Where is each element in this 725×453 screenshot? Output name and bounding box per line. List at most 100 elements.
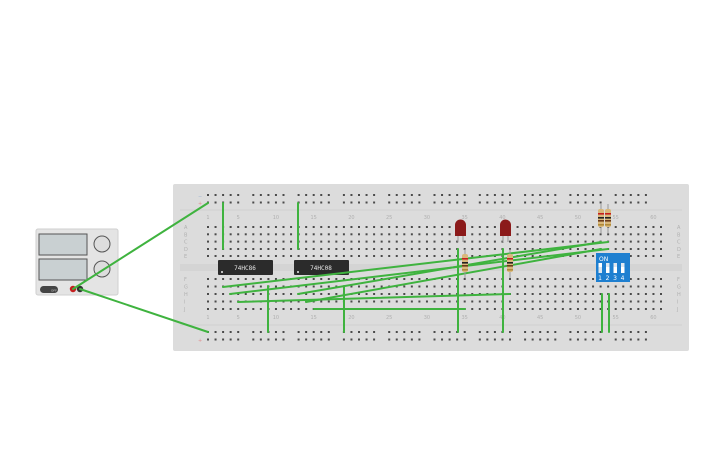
hole[interactable] bbox=[274, 255, 277, 257]
wire[interactable] bbox=[237, 293, 511, 303]
chip-74hc86[interactable]: 74HC86 bbox=[218, 260, 273, 275]
hole[interactable] bbox=[524, 285, 527, 288]
hole[interactable] bbox=[214, 308, 217, 310]
wire[interactable] bbox=[72, 202, 209, 290]
rail-hole[interactable] bbox=[448, 331, 451, 333]
hole[interactable] bbox=[229, 278, 232, 280]
hole[interactable] bbox=[607, 233, 610, 236]
hole[interactable] bbox=[561, 285, 564, 288]
hole[interactable] bbox=[554, 278, 557, 280]
hole[interactable] bbox=[259, 255, 262, 257]
hole[interactable] bbox=[214, 278, 217, 280]
hole[interactable] bbox=[614, 300, 617, 303]
hole[interactable] bbox=[629, 285, 632, 288]
hole[interactable] bbox=[244, 240, 247, 243]
rail-hole[interactable] bbox=[569, 338, 572, 341]
hole[interactable] bbox=[644, 300, 647, 303]
hole[interactable] bbox=[629, 248, 632, 250]
hole[interactable] bbox=[546, 308, 549, 310]
hole[interactable] bbox=[222, 293, 225, 295]
wire[interactable] bbox=[229, 248, 609, 295]
rail-hole[interactable] bbox=[493, 201, 496, 204]
rail-hole[interactable] bbox=[501, 338, 504, 341]
hole[interactable] bbox=[350, 240, 353, 243]
hole[interactable] bbox=[380, 248, 383, 250]
hole[interactable] bbox=[637, 308, 640, 310]
rail-hole[interactable] bbox=[599, 338, 602, 341]
rail-hole[interactable] bbox=[478, 201, 481, 204]
hole[interactable] bbox=[524, 233, 527, 236]
hole[interactable] bbox=[244, 278, 247, 280]
hole[interactable] bbox=[282, 240, 285, 243]
hole[interactable] bbox=[614, 233, 617, 236]
hole[interactable] bbox=[320, 300, 323, 303]
rail-hole[interactable] bbox=[478, 194, 481, 196]
hole[interactable] bbox=[373, 293, 376, 295]
resistor[interactable] bbox=[462, 249, 468, 278]
hole[interactable] bbox=[297, 300, 300, 303]
hole[interactable] bbox=[660, 308, 662, 310]
hole[interactable] bbox=[267, 248, 270, 250]
rail-hole[interactable] bbox=[410, 338, 413, 341]
hole[interactable] bbox=[584, 293, 587, 295]
hole[interactable] bbox=[433, 240, 436, 243]
hole[interactable] bbox=[214, 226, 217, 228]
hole[interactable] bbox=[509, 308, 511, 310]
hole[interactable] bbox=[335, 240, 338, 243]
hole[interactable] bbox=[358, 255, 360, 257]
rail-hole[interactable] bbox=[629, 331, 632, 333]
hole[interactable] bbox=[644, 293, 647, 295]
hole[interactable] bbox=[365, 233, 368, 236]
hole[interactable] bbox=[290, 226, 293, 228]
hole[interactable] bbox=[493, 226, 496, 228]
hole[interactable] bbox=[373, 233, 376, 236]
hole[interactable] bbox=[327, 293, 330, 295]
hole[interactable] bbox=[592, 308, 595, 310]
hole[interactable] bbox=[486, 226, 489, 228]
rail-hole[interactable] bbox=[539, 338, 542, 341]
rail-hole[interactable] bbox=[486, 201, 489, 204]
hole[interactable] bbox=[584, 226, 587, 228]
hole[interactable] bbox=[312, 240, 315, 243]
hole[interactable] bbox=[622, 300, 625, 303]
hole[interactable] bbox=[599, 293, 602, 295]
hole[interactable] bbox=[327, 255, 330, 257]
hole[interactable] bbox=[380, 240, 383, 243]
hole[interactable] bbox=[629, 308, 632, 310]
hole[interactable] bbox=[335, 300, 338, 303]
hole[interactable] bbox=[592, 233, 595, 236]
hole[interactable] bbox=[471, 278, 474, 280]
hole[interactable] bbox=[259, 248, 262, 250]
hole[interactable] bbox=[576, 233, 579, 236]
hole[interactable] bbox=[274, 278, 277, 280]
hole[interactable] bbox=[660, 240, 662, 243]
hole[interactable] bbox=[448, 248, 451, 250]
rail-hole[interactable] bbox=[252, 331, 255, 333]
hole[interactable] bbox=[433, 233, 436, 236]
resistor[interactable] bbox=[507, 249, 513, 278]
led-2[interactable] bbox=[500, 219, 511, 243]
hole[interactable] bbox=[614, 240, 617, 243]
rail-hole[interactable] bbox=[463, 201, 466, 204]
hole[interactable] bbox=[448, 293, 451, 295]
rail-hole[interactable] bbox=[274, 338, 277, 341]
hole[interactable] bbox=[471, 233, 474, 236]
hole[interactable] bbox=[486, 248, 489, 250]
hole[interactable] bbox=[274, 308, 277, 310]
hole[interactable] bbox=[463, 300, 466, 303]
hole[interactable] bbox=[576, 308, 579, 310]
hole[interactable] bbox=[501, 240, 504, 243]
hole[interactable] bbox=[274, 240, 277, 243]
power-supply[interactable]: OFF bbox=[35, 228, 119, 296]
hole[interactable] bbox=[312, 278, 315, 280]
hole[interactable] bbox=[395, 300, 398, 303]
hole[interactable] bbox=[380, 293, 383, 295]
rail-hole[interactable] bbox=[259, 201, 262, 204]
hole[interactable] bbox=[660, 255, 662, 257]
hole[interactable] bbox=[403, 248, 406, 250]
hole[interactable] bbox=[569, 240, 572, 243]
hole[interactable] bbox=[471, 255, 474, 257]
hole[interactable] bbox=[380, 255, 383, 257]
hole[interactable] bbox=[290, 300, 293, 303]
